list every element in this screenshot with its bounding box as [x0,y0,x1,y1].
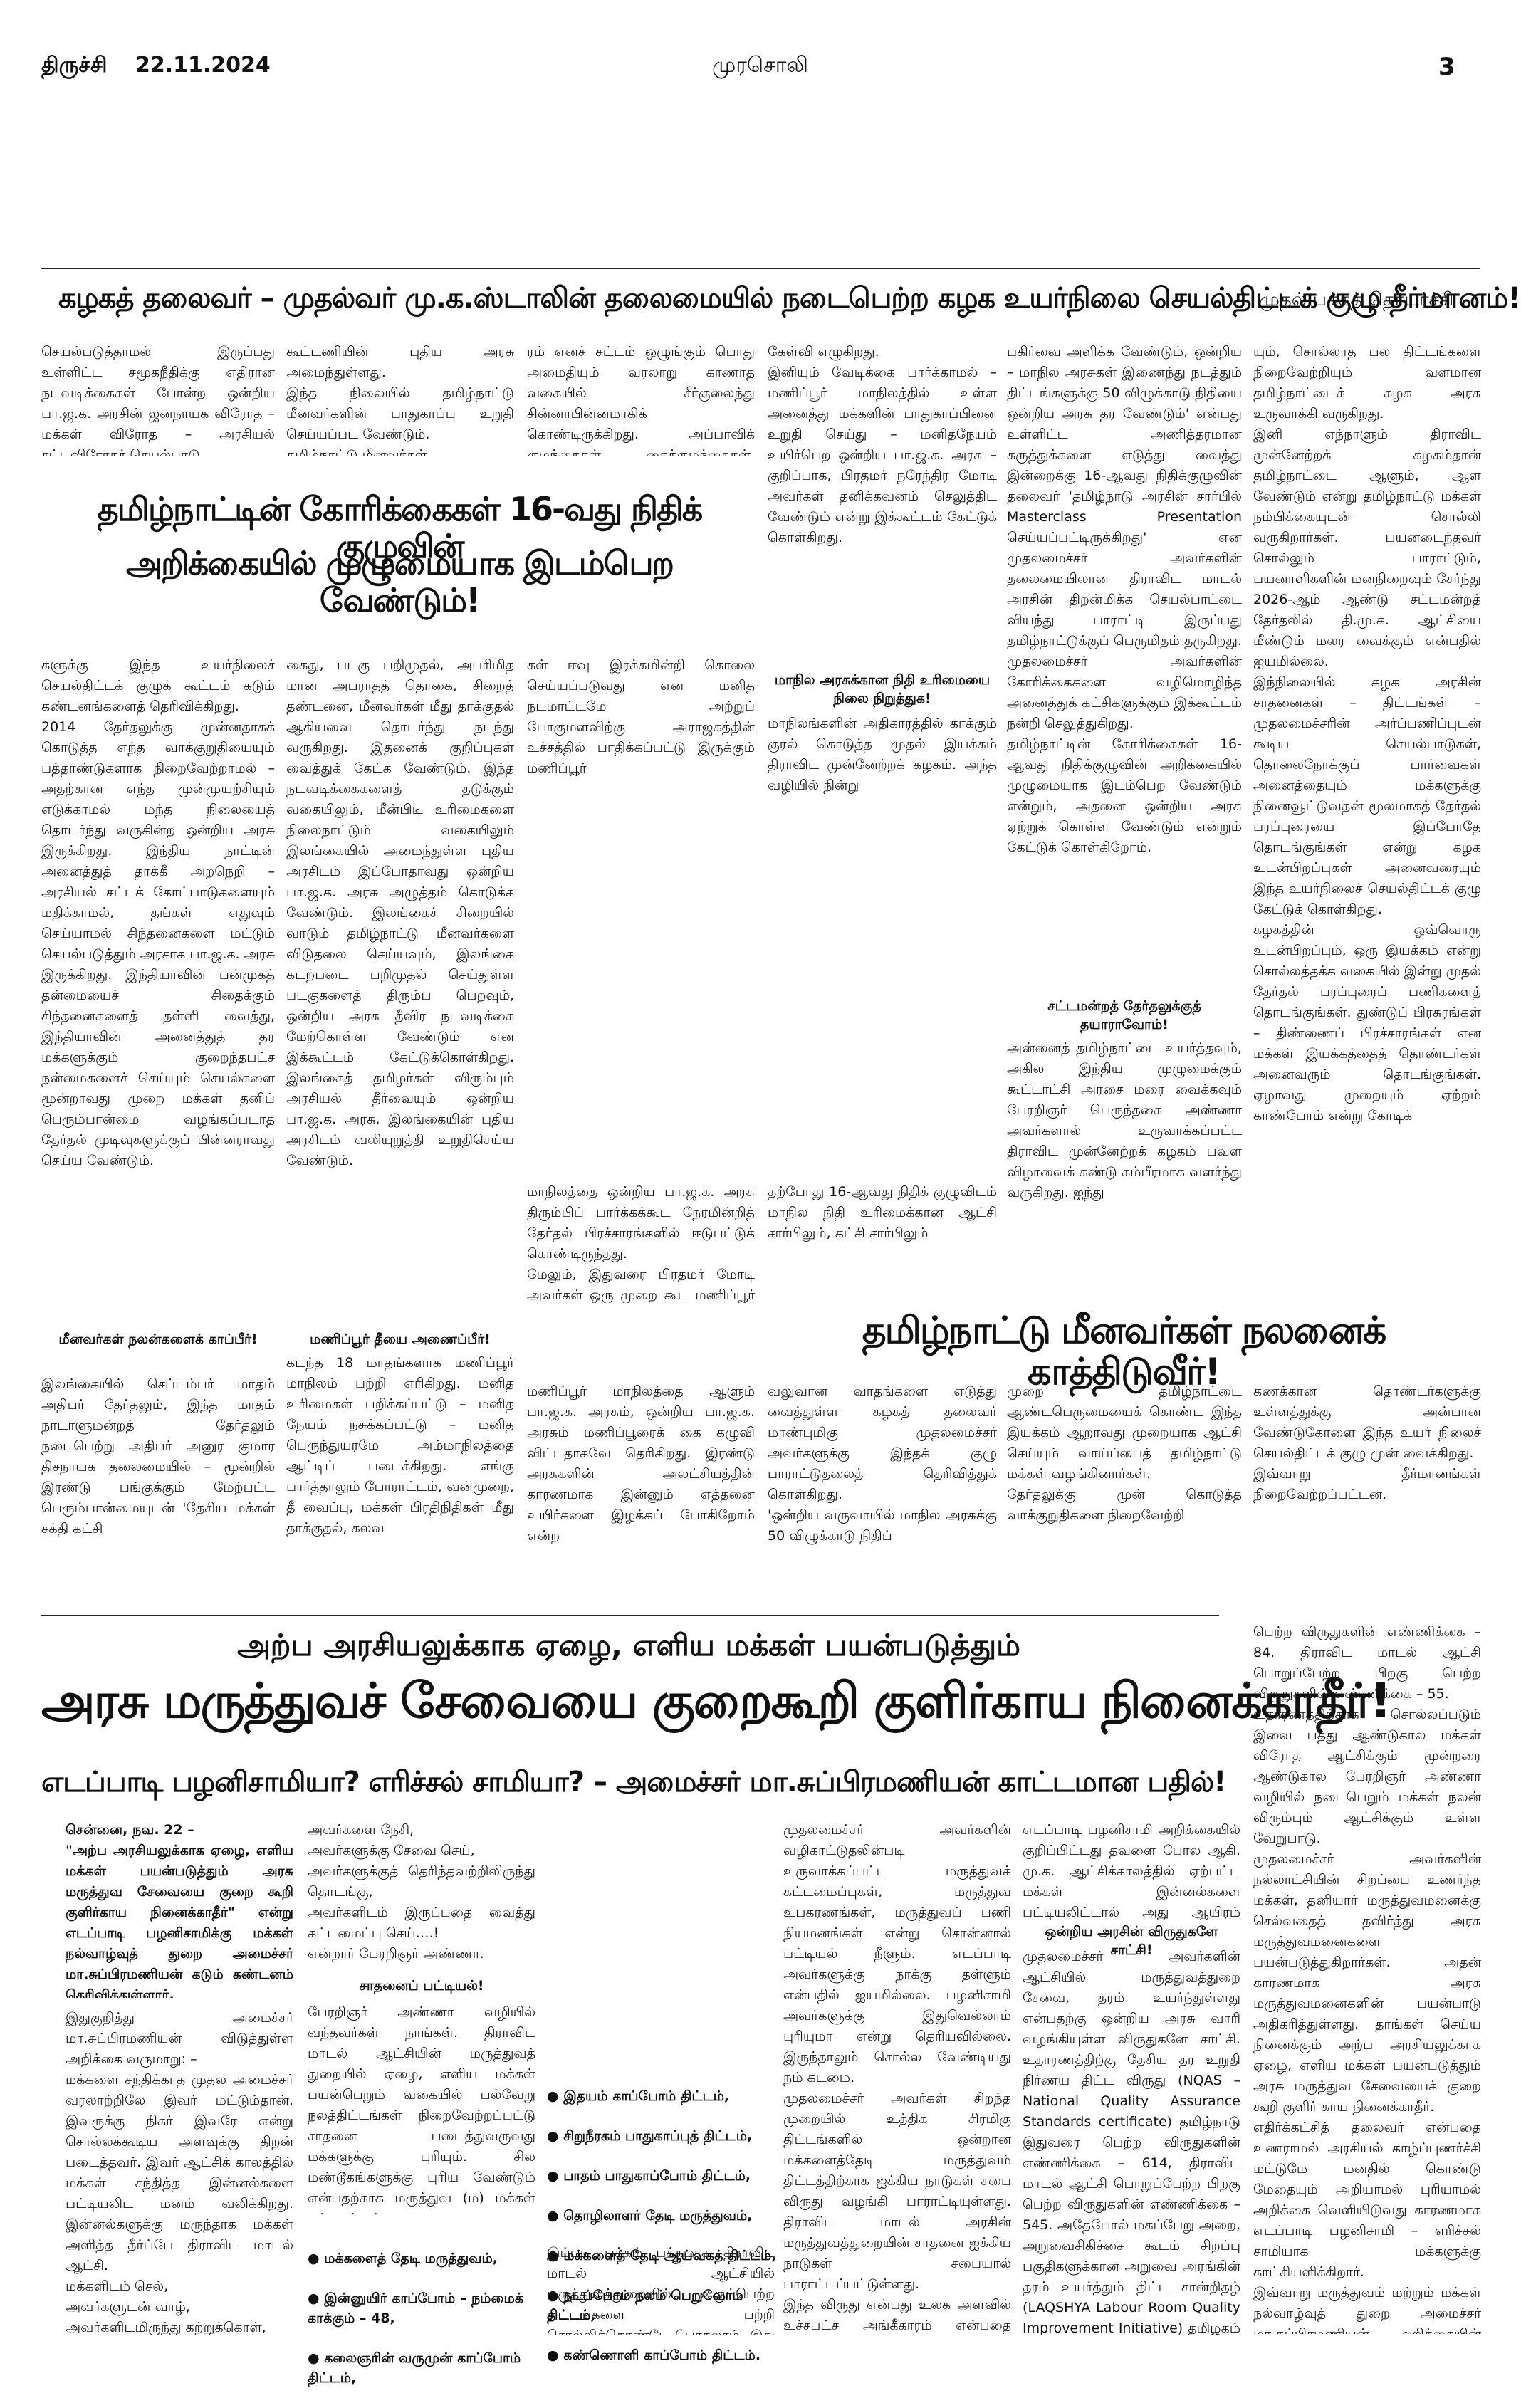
story1-col1-top: செயல்படுத்தாமல் இருப்பது உள்ளிட்ட சமூகநீ… [41,344,275,456]
story1-col1-low: இலங்கையில் செப்டம்பர் மாதம் அதிபர் தேர்த… [41,1376,275,1537]
story1-col1-mid: களுக்கு இந்த உயர்நிலைச் செயல்திட்டக் குழ… [41,657,275,1168]
story1-col4-mid: மாநிலங்களின் அதிகாரத்தில் காக்கும் குரல்… [768,716,997,793]
sub-finance: மாநில அரசுக்கான நிதி உரிமையை நிலை நிறுத்… [774,672,991,706]
sub-fishermen: மீனவர்கள் நலன்களைக் காப்பீர்! [58,1331,258,1347]
story2-col2-b: பேரறிஞர் அண்ணா வழியில் வந்தவர்கள் நாங்கள… [308,2004,535,2216]
edition-date: 22.11.2024 [135,53,271,78]
headline-fishermen: தமிழ்நாட்டு மீனவர்கள் நலனைக் காத்திடுவீர… [862,1309,1386,1394]
scheme-list-a: ● மக்களைத் தேடி மருத்துவம், ● இன்னுயிர் … [308,2229,535,2408]
story1-col5-bottom: முறை தமிழ்நாட்டை ஆண்டபெருமையைக் கொண்ட இந… [1007,1383,1242,1523]
page-number: 3 [1438,53,1455,81]
continued-label: முதல் பக்கத் தொடர்ச்சி [1259,289,1454,310]
sub-award: ஒன்றிய அரசின் விருதுகளே சாட்சி! [1045,1924,1218,1958]
list-item: ● பாதம் பாதுகாப்போம் திட்டம், [547,2168,751,2184]
story1-top-rule [41,268,1480,269]
list-item: ● மக்களைத் தேடி ஆய்வகத் திட்டம், [547,2248,777,2263]
story1-col4-low: தற்போது 16-ஆவது நிதிக் குழுவிடம் மாநில ந… [768,1184,997,1241]
list-item: ● இதயம் காப்போம் திட்டம், [547,2088,730,2104]
story2-headline: அரசு மருத்துவச் சேவையை குறைகூறி குளிர்கா… [41,1673,1392,1729]
story1-col2-top: கூட்டணியின் புதிய அரசு அமைந்துள்ளது. இந்… [286,344,514,456]
list-item: ● தொழிலாளர் தேடி மருத்துவம், [547,2208,753,2224]
edition-city: திருச்சி [41,53,108,78]
story1-col4-top: கேள்வி எழுகிறது. இனியும் வேடிக்கை பார்க்… [768,344,997,545]
inner-headline-1: தமிழ்நாட்டின் கோரிக்கைகள் 16-வது நிதிக் … [97,490,703,565]
sub-achievements: சாதனைப் பட்டியல்! [359,1978,484,1994]
story1-col3-bottom: மணிப்பூர் மாநிலத்தை ஆளும் பா.ஜ.க. அரசும்… [527,1383,755,1544]
story2-col5-b: முதலமைச்சர் அவர்களின் ஆட்சியில் மருத்துவ… [1023,1949,1240,2335]
story1-col2-low: கடந்த 18 மாதங்களாக மணிப்பூர் மாநிலம் பற்… [286,1355,514,1536]
story2-kicker: அற்ப அரசியலுக்காக ஏழை, எளிய மக்கள் பயன்ப… [237,1628,1020,1663]
story1-col5: பகிர்வை அளிக்க வேண்டும், ஒன்றிய – மாநில … [1007,344,1242,855]
story2-subhead: எடப்பாடி பழனிசாமியா? எரிச்சல் சாமியா? – … [41,1766,1226,1799]
story2-col1: இதுகுறித்து அமைச்சர் மா.சுப்பிரமணியன் வி… [66,2010,293,2335]
list-item: ● மக்களைத் தேடி மருத்துவம், [308,2251,498,2266]
sub-manipur: மணிப்பூர் தீயை அணைப்பீர்! [310,1331,491,1347]
story1-col5-b: அன்னைத் தமிழ்நாட்டை உயர்த்தவும், அகில இந… [1007,1040,1242,1200]
list-item: ● கண்ணொளி காப்போம் திட்டம். [547,2347,761,2363]
scheme-list-b: ● இதயம் காப்போம் திட்டம், ● சிறுநீரகம் ப… [547,2066,789,2385]
story1-col3-mid: கள் ஈவு இரக்கமின்றி கொலை செய்யப்படுவது எ… [527,657,755,776]
story2-col5: எடப்பாடி பழனிசாமி அறிக்கையில் குறிப்பிட்… [1023,1822,1240,1920]
story2-col6: பெற்ற விருதுகளின் எண்ணிக்கை – 84. திராவி… [1253,1624,1481,2334]
story1-col3-low: மாநிலத்தை ஒன்றிய பா.ஜ.க. அரசு திரும்பிப்… [527,1184,755,1303]
story1-col3-top: ரம் எனச் சட்டம் ஒழுங்கும் பொது அமைதியும்… [527,344,755,456]
story2-col4: முதலமைச்சர் அவர்களின் வழிகாட்டுதலின்படி … [783,1822,1011,2333]
story1-headline: கழகத் தலைவர் – முதல்வர் மு.க.ஸ்டாலின் தல… [58,282,1521,315]
story2-col2: அவர்களை நேசி, அவர்களுக்கு சேவை செய், அவர… [308,1822,535,1962]
inner-headline-2: அறிக்கையில் முழுமையாக இடம்பெற வேண்டும்! [126,544,674,619]
list-item: ● நடப்போம் நலம் பெறுவோம் திட்டம், [547,2288,743,2323]
list-item: ● இன்னுயிர் காப்போம் – நம்மைக் காக்கும் … [308,2291,523,2326]
story1-col4-bottom: வலுவான வாதங்களை எடுத்து வைத்துள்ள கழகத் … [768,1383,997,1544]
story2-col3-b: இப்படி பக்கம் பக்கமாக திராவிட மாடல் ஆட்ச… [547,2245,775,2335]
story2-col1-lead: சென்னை, நவ. 22 – "அற்ப அரசியலுக்காக ஏழை,… [66,1822,293,1998]
sub-election: சட்டமன்றத் தேர்தலுக்குத் தயாராவோம்! [1047,998,1201,1032]
paper-name: முரசொலி [712,53,808,78]
story1-col2-mid: கைது, படகு பறிமுதல், அபரிமித மான அபராதத்… [286,657,514,1168]
list-item: ● சிறுநீரகம் பாதுகாப்புத் திட்டம், [547,2128,753,2144]
story1-col6-bottom: கணக்கான தொண்டர்களுக்கு உள்ளத்துக்கு அன்ப… [1253,1383,1481,1502]
list-item: ● கலைஞரின் வருமுன் காப்போம் திட்டம், [308,2350,521,2386]
story1-col6: யும், சொல்லாத பல திட்டங்களை நிறைவேற்றியு… [1253,344,1481,1124]
story2-top-rule [41,1615,1219,1616]
